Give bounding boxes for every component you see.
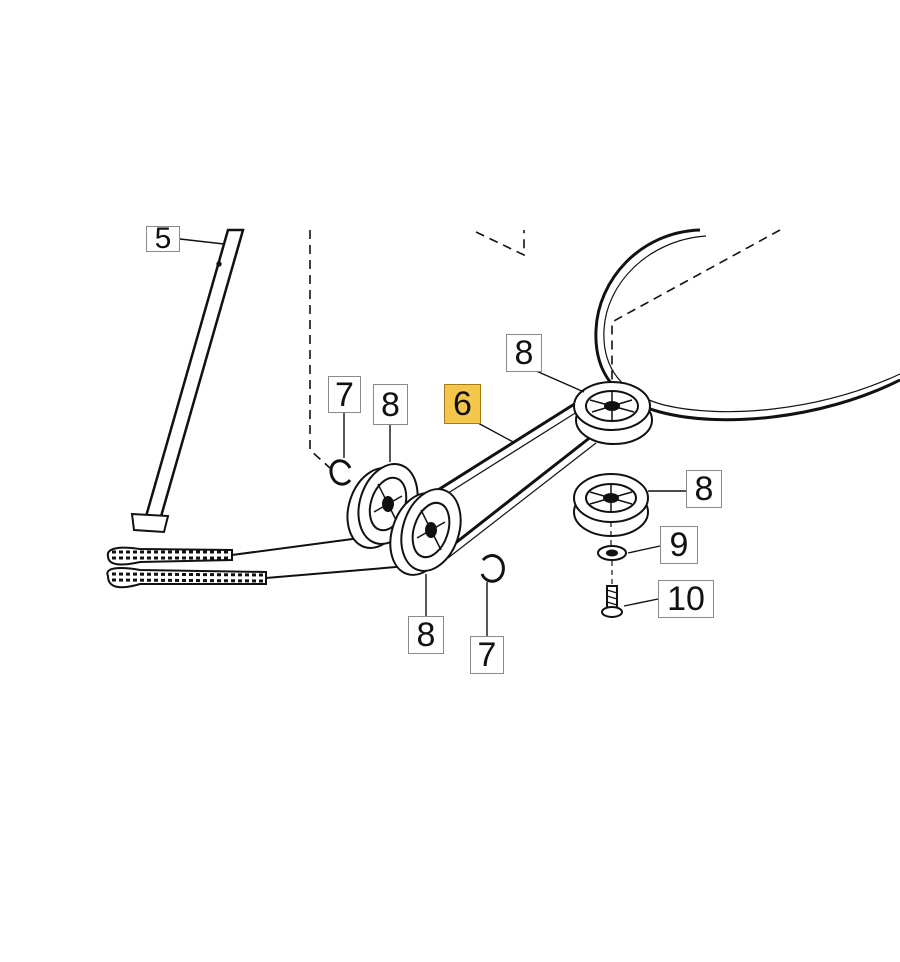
e-clip-upper — [329, 459, 352, 486]
e-clip-lower — [480, 554, 505, 583]
callout-5: 5 — [146, 224, 180, 254]
callout-8-left-front: 8 — [408, 616, 444, 654]
leader-5 — [179, 238, 225, 245]
frame-tube — [130, 228, 245, 534]
washer — [597, 545, 627, 561]
callout-10-screw: 10 — [658, 580, 714, 618]
screw — [601, 585, 623, 618]
dashed-guides — [309, 229, 781, 469]
callout-7-lower: 7 — [470, 636, 504, 674]
callout-8-left-back: 8 — [373, 384, 408, 425]
pulley-top-right — [573, 381, 653, 445]
callout-8-top-right: 8 — [506, 334, 542, 372]
callout-9-washer: 9 — [660, 526, 698, 564]
callout-8-lower-right: 8 — [686, 470, 722, 508]
pulley-left-front — [389, 488, 462, 576]
callout-6-belt: 6 — [444, 384, 481, 424]
pulley-lower-right — [573, 473, 649, 537]
callout-7-upper: 7 — [328, 376, 361, 413]
cables — [231, 537, 409, 579]
drive-belt — [429, 396, 597, 559]
cable-coils — [106, 546, 267, 589]
leader-lines — [343, 369, 686, 638]
